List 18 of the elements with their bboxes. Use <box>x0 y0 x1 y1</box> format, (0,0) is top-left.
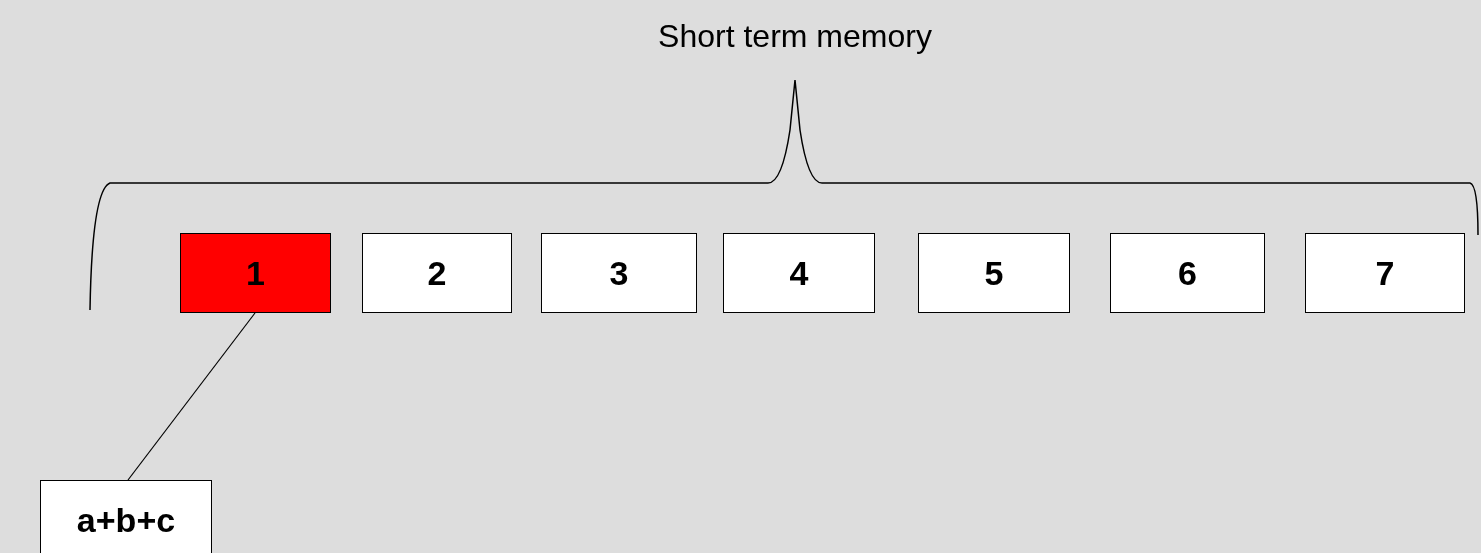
memory-slot <box>723 233 875 313</box>
memory-slot <box>541 233 697 313</box>
label-box <box>40 480 212 553</box>
memory-slot <box>362 233 512 313</box>
slot-label: 1 <box>246 253 265 293</box>
slot-label: 6 <box>1178 253 1197 293</box>
slot-label: 4 <box>789 253 809 293</box>
memory-slot <box>180 233 331 313</box>
brace-label: Short term memory <box>657 18 933 55</box>
memory-slot <box>1110 233 1265 313</box>
leader-line <box>127 312 256 481</box>
slot-label: 3 <box>609 253 629 293</box>
slot-label: a+b+c <box>76 500 176 540</box>
slot-label: 5 <box>984 253 1004 293</box>
memory-slot <box>918 233 1070 313</box>
memory-slot <box>1305 233 1465 313</box>
slot-label: 7 <box>1375 253 1395 293</box>
slot-label: 2 <box>427 253 447 293</box>
